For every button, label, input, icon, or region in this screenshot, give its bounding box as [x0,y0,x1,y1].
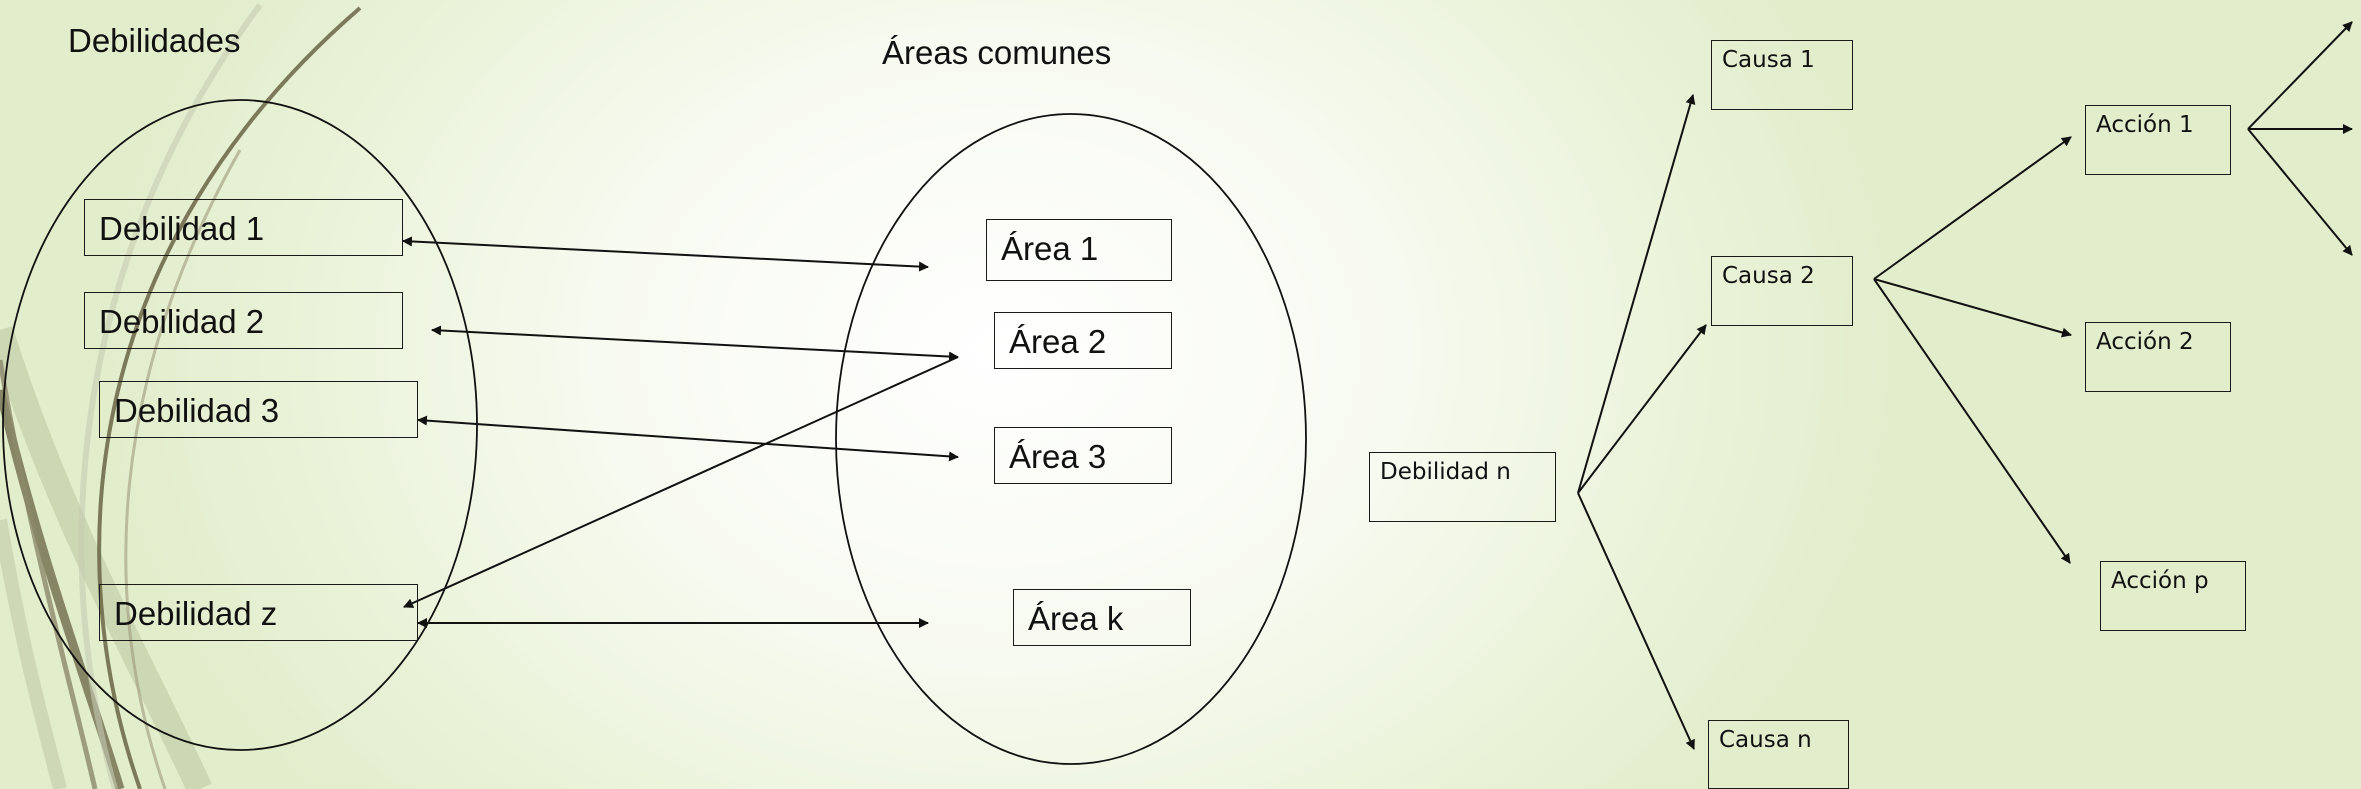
weakness-box-1: Debilidad 1 [84,199,403,256]
action-box-p: Acción p [2100,561,2246,631]
action-box-1: Acción 1 [2085,105,2231,175]
link-root-causa2 [1577,324,1707,494]
link-debilidad1-area1 [402,236,929,272]
common-areas-title: Áreas comunes [882,34,1112,71]
link-accion1-branch-up [2247,21,2353,130]
link-root-causa1 [1577,94,1696,494]
root-weakness-box: Debilidad n [1369,452,1556,522]
link-causa2-accionp [1873,278,2071,564]
link-root-causan [1577,492,1695,750]
area-box-1: Área 1 [986,219,1172,281]
link-causa2-accion2 [1873,278,2072,338]
action-box-2: Acción 2 [2085,322,2231,392]
area-box-k: Área k [1013,589,1191,646]
area-box-3: Área 3 [994,427,1172,484]
weakness-box-z: Debilidad z [99,584,418,641]
link-debilidad3-area3 [417,415,959,462]
link-area2-debilidadz [403,356,959,608]
link-debilidad2-area2 [431,325,959,362]
weakness-box-3: Debilidad 3 [99,381,418,438]
link-accion1-branch-down [2247,128,2353,256]
cause-box-2: Causa 2 [1711,256,1853,326]
cause-box-1: Causa 1 [1711,40,1853,110]
link-causa2-accion1 [1873,136,2072,280]
weakness-box-2: Debilidad 2 [84,292,403,349]
weaknesses-title: Debilidades [68,22,241,59]
cause-box-n: Causa n [1708,720,1849,789]
area-box-2: Área 2 [994,312,1172,369]
